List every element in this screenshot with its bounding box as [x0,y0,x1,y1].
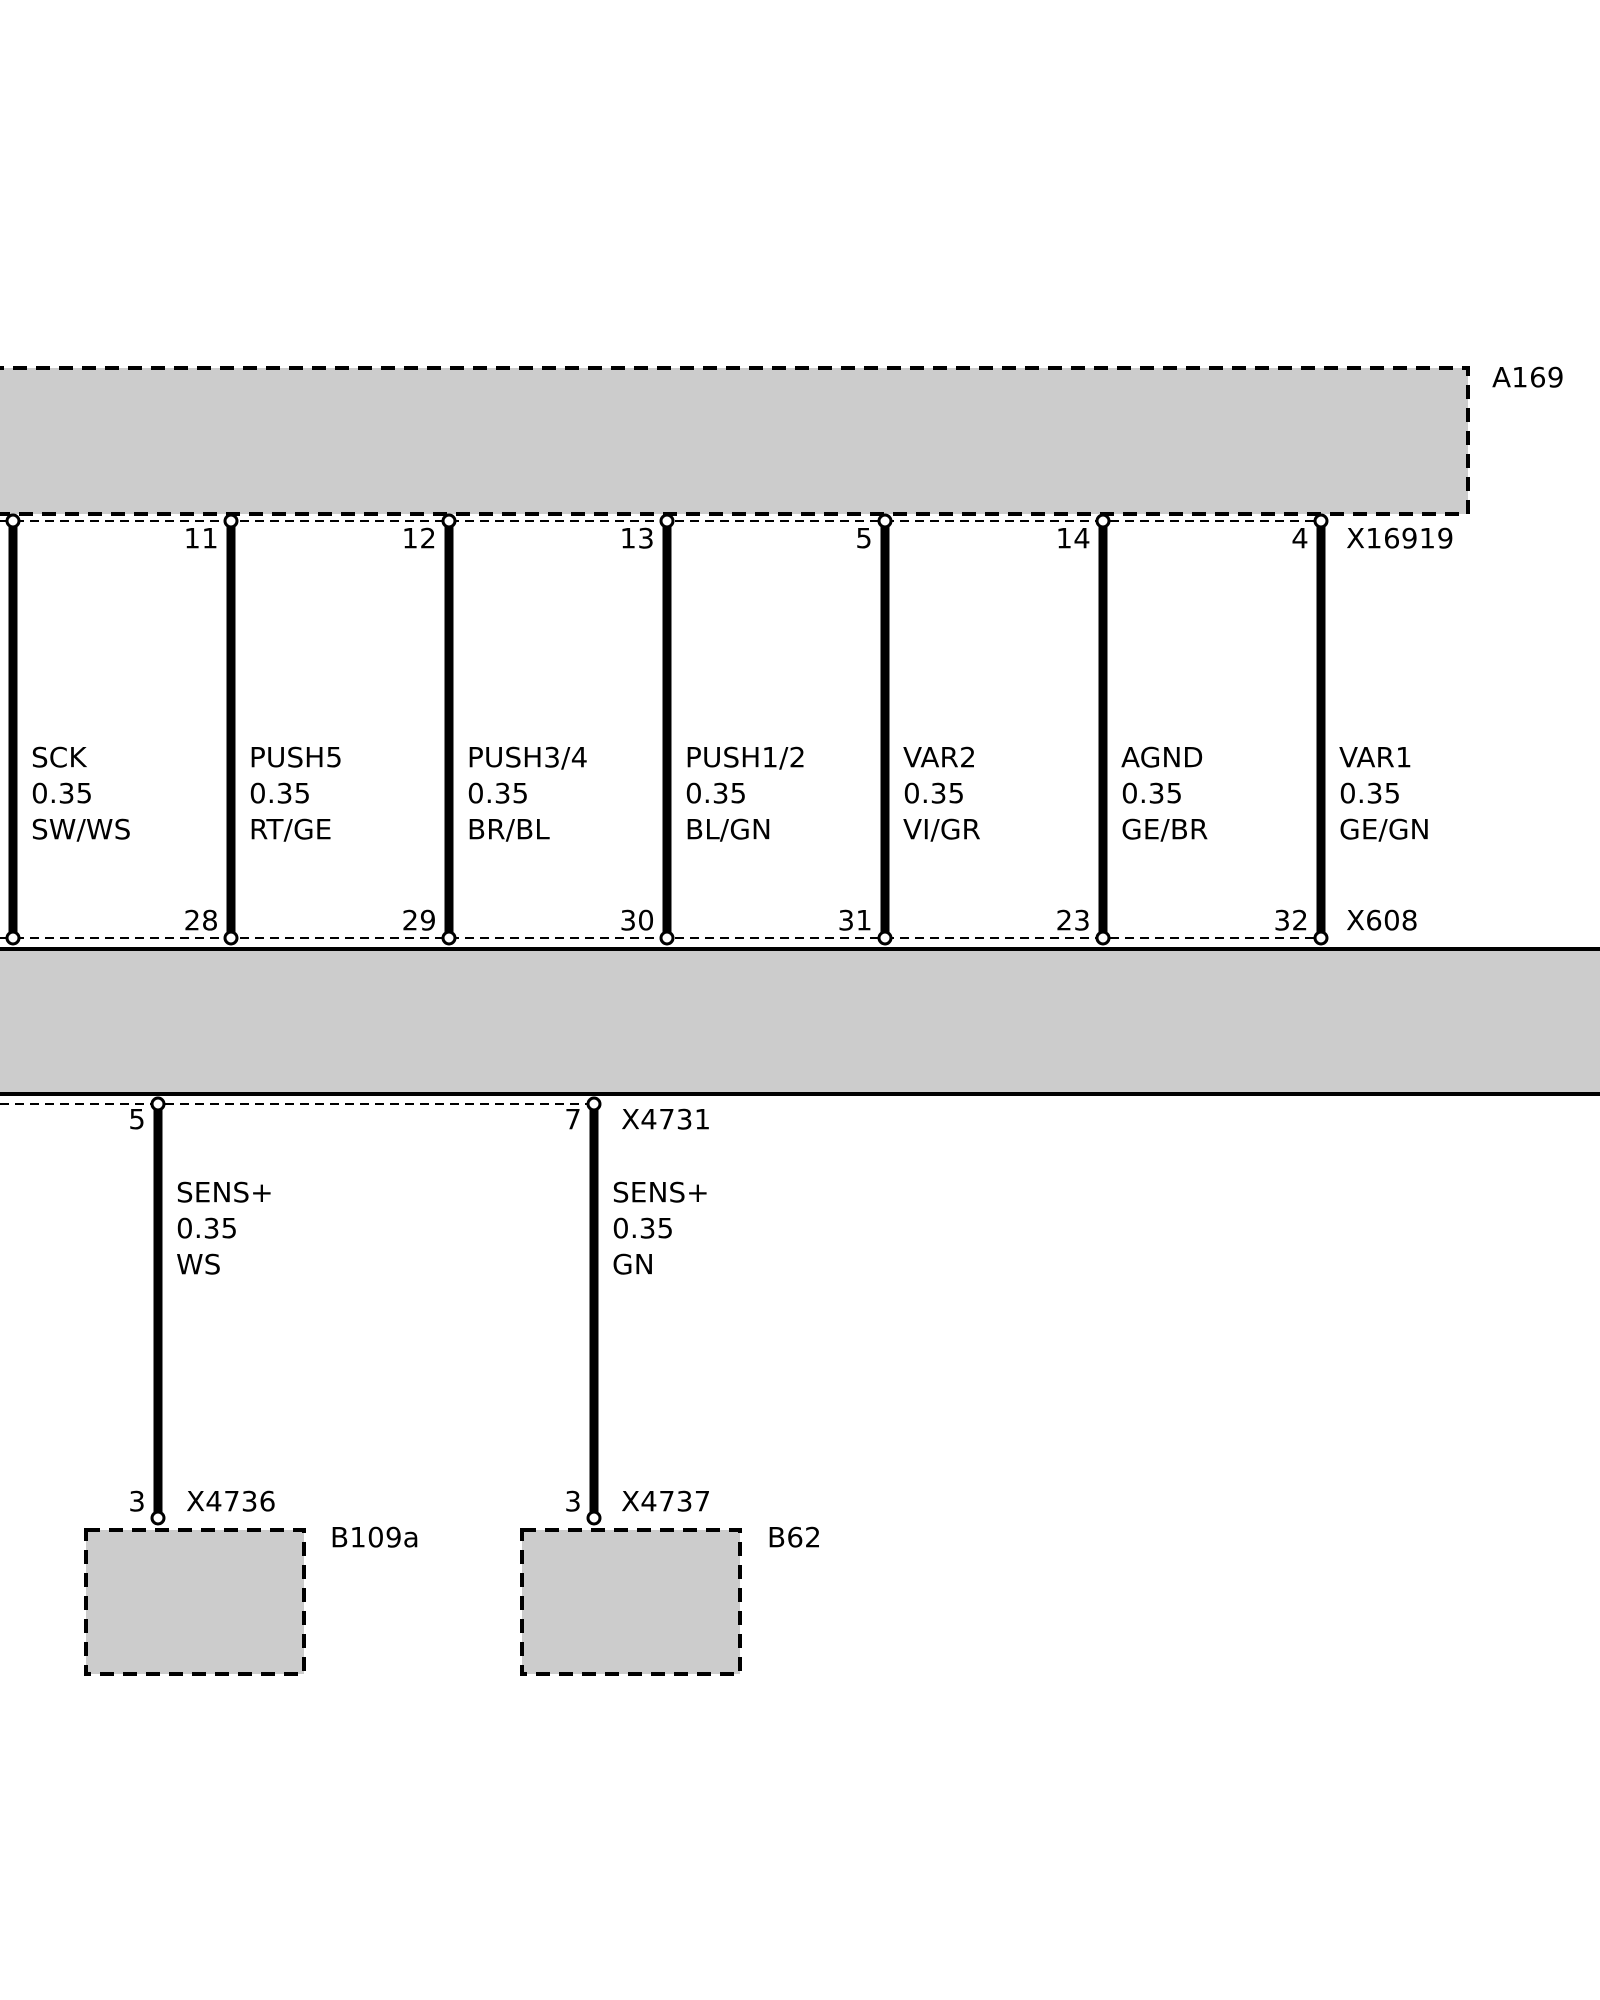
wire-5-color: VI/GR [903,813,981,846]
wire-6-bottom-pin-icon [1095,930,1111,946]
wire-2-size: 0.35 [249,777,311,810]
sensor-wire-1-color: WS [176,1248,221,1281]
wire-7-signal: VAR1 [1339,741,1413,774]
wire-2-signal: PUSH5 [249,741,343,774]
wire-3-signal: PUSH3/4 [467,741,588,774]
wire-1-color: SW/WS [31,813,131,846]
connector-x4731: X4731 [0,1103,711,1136]
wire-6-top-pin: 14 [1055,522,1091,555]
sensor-wire-1-signal: SENS+ [176,1176,274,1209]
wire-7-top-pin-icon [1313,513,1329,529]
wire-3-color: BR/BL [467,813,550,846]
wire-4-bottom-pin: 30 [619,904,655,937]
wire-4-size: 0.35 [685,777,747,810]
wire-3-top-pin: 12 [401,522,437,555]
sensor-wire-1-top-pin: 5 [128,1103,146,1136]
sensor-wire-2-top-pin: 7 [564,1103,582,1136]
wire-6-signal: AGND [1121,741,1204,774]
wire-3-size: 0.35 [467,777,529,810]
wire-6-top-pin-icon [1095,513,1111,529]
sensor-wire-1-top-pin-icon [150,1096,166,1112]
wire-7-size: 0.35 [1339,777,1401,810]
connector-x4737-label: X4737 [621,1485,711,1518]
wire-6-color: GE/BR [1121,813,1209,846]
wire-5-signal: VAR2 [903,741,977,774]
harness-block [0,947,1600,1096]
wire-7-top-pin: 4 [1291,522,1309,555]
module-b62-outline [520,1528,742,1676]
wire-5-top-pin: 5 [855,522,873,555]
sensor-wire-2-size: 0.35 [612,1212,674,1245]
sensor-wire-2-bottom-pin: 3 [564,1485,582,1518]
wire-7-color: GE/GN [1339,813,1430,846]
wire-4-signal: PUSH1/2 [685,741,806,774]
wire-2-top-pin-icon [223,513,239,529]
wire-5-top-pin-icon [877,513,893,529]
wire-5-size: 0.35 [903,777,965,810]
wire-2-top-pin: 11 [183,522,219,555]
sensor-wire-2-bottom-pin-icon [586,1510,602,1526]
module-a169-label: A169 [1492,361,1565,394]
connector-x4736-label: X4736 [186,1485,276,1518]
sensor-wire-1-size: 0.35 [176,1212,238,1245]
wire-1-signal: SCK [31,741,87,774]
wire-6-bottom-pin: 23 [1055,904,1091,937]
wire-5-bottom-pin: 31 [837,904,873,937]
wire-3-top-pin-icon [441,513,457,529]
module-b109a-outline [84,1528,306,1676]
wire-5-bottom-pin-icon [877,930,893,946]
module-b62-label: B62 [767,1521,822,1554]
sensor-wire-2-signal: SENS+ [612,1176,710,1209]
wire-3-bottom-pin-icon [441,930,457,946]
wire-2-bottom-pin: 28 [183,904,219,937]
module-b109a[interactable]: X4736 B109a [84,1485,420,1676]
connector-x4731-label: X4731 [621,1103,711,1136]
module-a169[interactable]: A169 [0,361,1565,516]
sensor-wire-1-bottom-pin: 3 [128,1485,146,1518]
sensor-wire-2-color: GN [612,1248,655,1281]
upper-wires: SCK0.35SW/WS1128PUSH50.35RT/GE1229PUSH3/… [5,513,1430,946]
wire-1-bottom-pin-icon [5,930,21,946]
module-a169-outline [0,366,1470,516]
sensor-wire-2-top-pin-icon [586,1096,602,1112]
wire-3-bottom-pin: 29 [401,904,437,937]
wire-1-size: 0.35 [31,777,93,810]
wire-4-color: BL/GN [685,813,772,846]
wire-4-top-pin-icon [659,513,675,529]
wire-7-bottom-pin-icon [1313,930,1329,946]
wire-6-size: 0.35 [1121,777,1183,810]
sensor-wire-1-bottom-pin-icon [150,1510,166,1526]
module-b62[interactable]: X4737 B62 [520,1485,822,1676]
wire-2-color: RT/GE [249,813,332,846]
wire-2-bottom-pin-icon [223,930,239,946]
wire-1-top-pin-icon [5,513,21,529]
connector-x608-label: X608 [1346,904,1419,937]
connector-x16919-label: X16919 [1346,522,1454,555]
module-b109a-label: B109a [330,1521,420,1554]
wire-4-bottom-pin-icon [659,930,675,946]
wire-7-bottom-pin: 32 [1273,904,1309,937]
wire-4-top-pin: 13 [619,522,655,555]
